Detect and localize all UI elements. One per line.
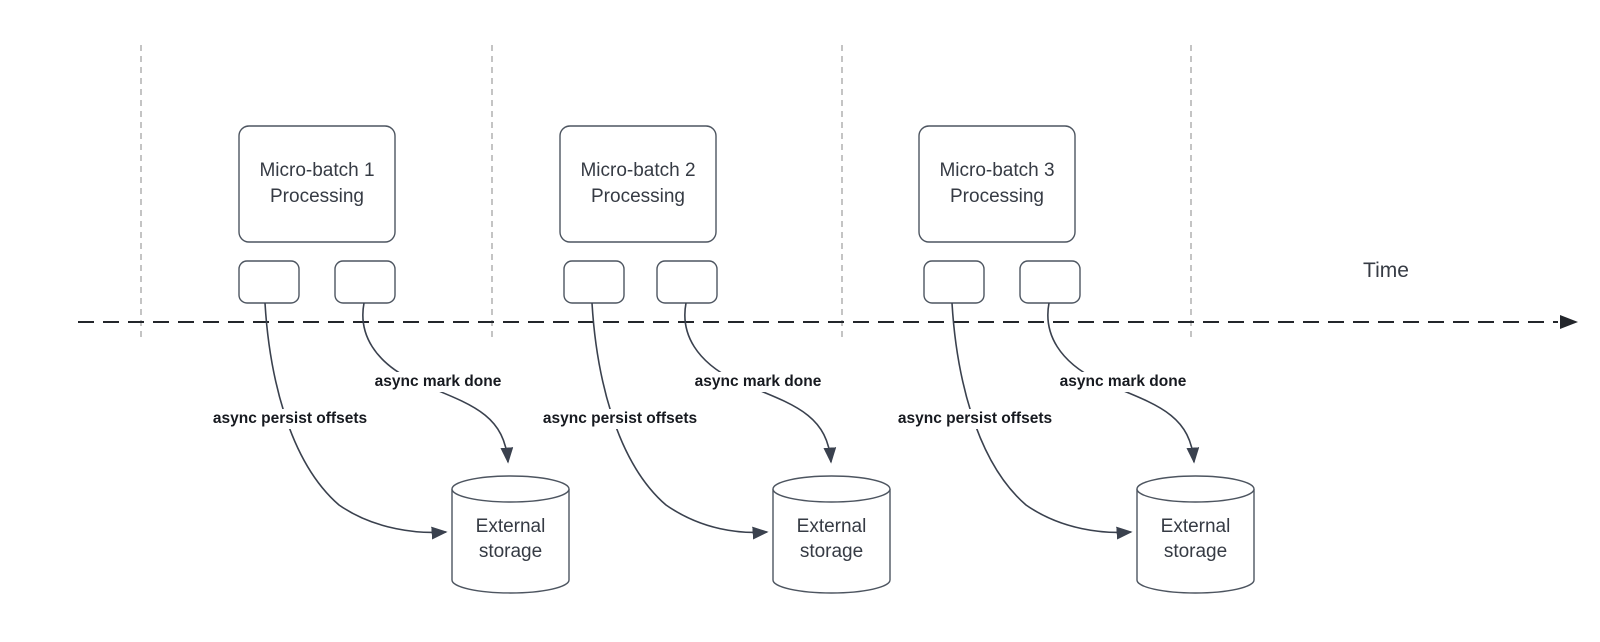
persist-offsets-label-3: async persist offsets [894,409,1056,429]
mark-done-label-3: async mark done [1056,372,1190,392]
microbatch-2-box [559,125,717,243]
persist-offsets-label-2: async persist offsets [539,409,701,429]
microbatch-3-markdone-task-box [1019,260,1081,304]
microbatch-1-markdone-task-box [334,260,396,304]
storage-cylinder-body-3 [1136,489,1255,594]
time-axis-arrowhead-icon [1560,315,1578,329]
microbatch-1-box [238,125,396,243]
microbatch-3-box [918,125,1076,243]
storage-cylinder-body-2 [772,489,891,594]
external-storage-2-line1: External [796,515,867,537]
mark-done-label-2: async mark done [691,372,825,392]
microbatch-2-title-line1: Micro-batch 2 [580,160,696,181]
storage-cylinder-top-2 [772,475,891,503]
microbatch-2-persist-task-box [563,260,625,304]
microbatch-1-title-line1: Micro-batch 1 [259,160,375,181]
external-storage-1-line1: External [475,515,546,537]
persist-offsets-label-1: async persist offsets [209,409,371,429]
microbatch-3-title-line2: Processing [950,186,1044,207]
time-axis-label: Time [1363,259,1409,282]
external-storage-title-2: External storage [773,476,890,593]
external-storage-1-line2: storage [478,540,543,562]
microbatch-2-markdone-task-box [656,260,718,304]
microbatch-3-title-line1: Micro-batch 3 [939,160,1055,181]
persist-offsets-arrow-3 [951,302,1133,540]
microbatch-1-title-line2: Processing [270,186,364,207]
external-storage-2-line2: storage [799,540,864,562]
storage-cylinder-top-3 [1136,475,1255,503]
microbatch-3-persist-task-box [923,260,985,304]
external-storage-title-3: External storage [1137,476,1254,593]
external-storage-title-1: External storage [452,476,569,593]
external-storage-3-line2: storage [1163,540,1228,562]
microbatch-2-title: Micro-batch 2 Processing [560,126,716,242]
microbatch-1-persist-task-box [238,260,300,304]
external-storage-3-line1: External [1160,515,1231,537]
storage-cylinder-top-1 [451,475,570,503]
storage-cylinder-body-1 [451,489,570,594]
mark-done-label-1: async mark done [371,372,505,392]
microbatch-2-title-line2: Processing [591,186,685,207]
persist-offsets-arrow-2 [591,302,769,540]
microbatch-1-title: Micro-batch 1 Processing [239,126,395,242]
persist-offsets-arrow-1 [264,302,448,540]
microbatch-3-title: Micro-batch 3 Processing [919,126,1075,242]
